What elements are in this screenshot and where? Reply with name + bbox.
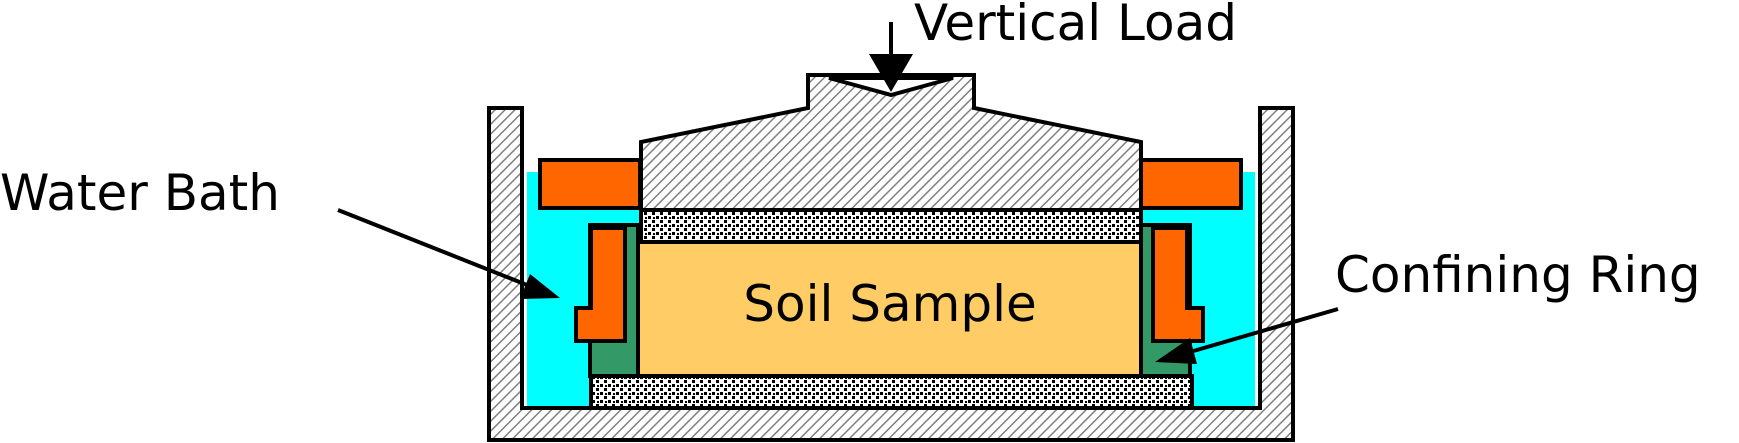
water-bath-leader-line [337, 208, 528, 287]
soil-sample-label: Soil Sample [743, 275, 1036, 333]
vertical-load-label: Vertical Load [914, 0, 1237, 52]
confining-ring-label: Confining Ring [1335, 246, 1701, 304]
confining-ring-leader-line [1189, 307, 1339, 354]
clamp-upper-left [538, 158, 642, 210]
porous-stone-bottom [589, 374, 1194, 410]
porous-stone-top [639, 208, 1143, 244]
arrow-down-icon [869, 54, 913, 92]
confining-ring-leader-arrowhead [1155, 338, 1197, 364]
clamp-lower-right [1151, 226, 1205, 343]
water-bath-container [487, 106, 1295, 442]
loading-cap [639, 73, 1143, 212]
clamp-upper-right [1139, 158, 1243, 210]
water-bath-label: Water Bath [0, 164, 280, 222]
clamp-lower-left [574, 226, 627, 343]
water-bath-leader-arrowhead [520, 274, 560, 299]
